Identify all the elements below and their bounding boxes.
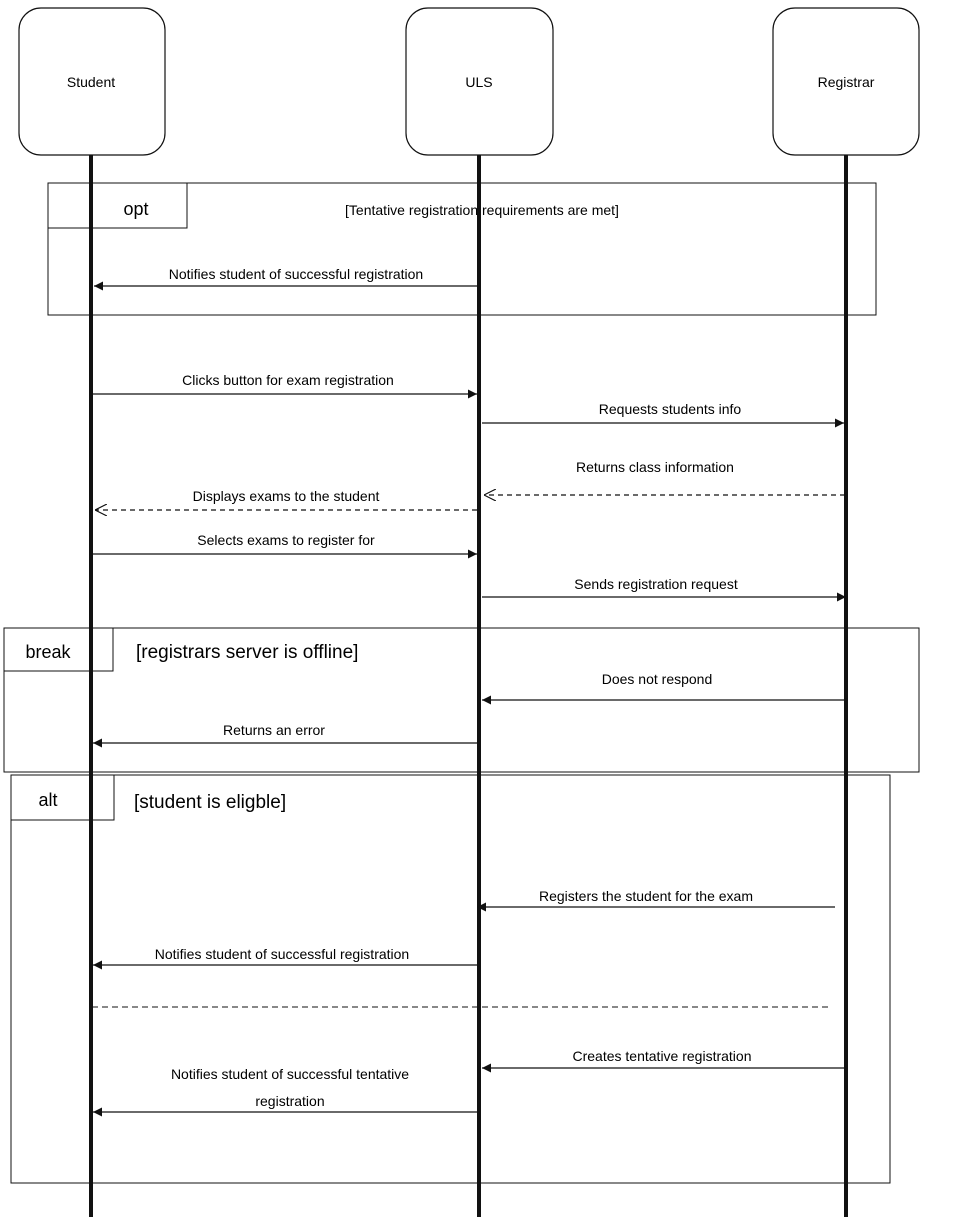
actor-label: Registrar: [818, 74, 875, 90]
frame-guard: [Tentative registration requirements are…: [345, 202, 619, 218]
frame-opt: opt [Tentative registration requirements…: [47, 182, 877, 316]
frame-operator: alt: [38, 790, 57, 810]
message-label-line2: registration: [255, 1093, 324, 1109]
message-m8: Does not respond: [482, 671, 845, 705]
message-label: Returns an error: [223, 722, 325, 738]
frame-break: break [registrars server is offline]: [3, 627, 920, 773]
message-m12: Creates tentative registration: [482, 1048, 845, 1073]
message-m5: Displays exams to the student: [95, 488, 477, 510]
message-label-line1: Notifies student of successful tentative: [171, 1066, 409, 1082]
message-label: Displays exams to the student: [193, 488, 380, 504]
message-label: Notifies student of successful registrat…: [169, 266, 423, 282]
message-m4: Returns class information: [484, 459, 845, 495]
message-label: Does not respond: [602, 671, 713, 687]
frame-guard: [student is eligble]: [134, 792, 286, 813]
actor-label: ULS: [465, 74, 492, 90]
message-label: Returns class information: [576, 459, 734, 475]
message-m3: Requests students info: [482, 401, 844, 428]
message-m13: Notifies student of successful tentative…: [93, 1066, 477, 1117]
message-m1: Notifies student of successful registrat…: [94, 266, 477, 291]
message-m11: Notifies student of successful registrat…: [93, 946, 477, 970]
message-m2: Clicks button for exam registration: [93, 372, 477, 399]
message-m10: Registers the student for the exam: [477, 888, 835, 912]
actor-label: Student: [67, 74, 115, 90]
actor-registrar: Registrar: [772, 7, 920, 156]
message-label: Creates tentative registration: [573, 1048, 752, 1064]
message-m6: Selects exams to register for: [93, 532, 477, 559]
message-label: Selects exams to register for: [197, 532, 375, 548]
message-m9: Returns an error: [93, 722, 477, 748]
message-label: Clicks button for exam registration: [182, 372, 394, 388]
message-label: Registers the student for the exam: [539, 888, 753, 904]
frame-alt: alt [student is eligble]: [10, 774, 891, 1184]
actor-uls: ULS: [405, 7, 554, 156]
message-label: Sends registration request: [574, 576, 738, 592]
message-label: Notifies student of successful registrat…: [155, 946, 409, 962]
frame-operator: opt: [123, 199, 148, 219]
message-label: Requests students info: [599, 401, 742, 417]
frame-operator: break: [25, 642, 71, 662]
message-m7: Sends registration request: [482, 576, 846, 602]
actor-student: Student: [18, 7, 166, 156]
frame-guard: [registrars server is offline]: [136, 642, 358, 663]
